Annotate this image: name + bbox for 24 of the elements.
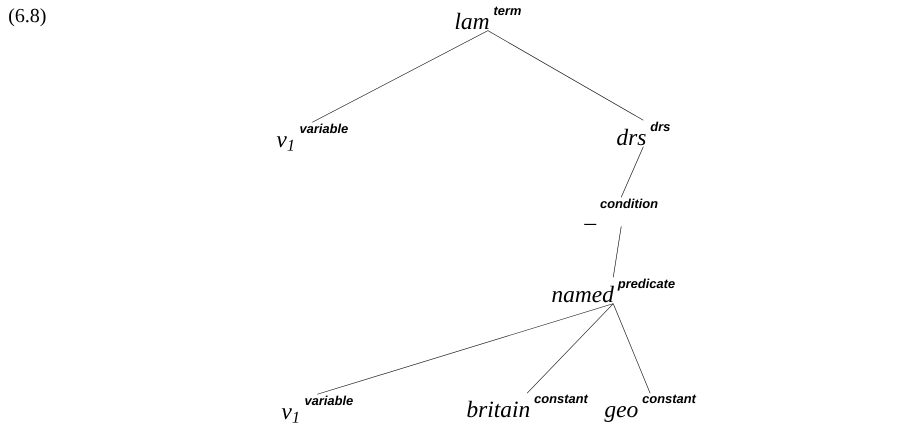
- symbol-text: geo: [604, 406, 638, 422]
- tree-branch: [612, 303, 650, 394]
- symbol-text: named: [552, 286, 614, 302]
- symbol-text: lam: [456, 12, 489, 30]
- type-label: variable: [305, 396, 353, 406]
- symbol-text: _: [584, 224, 596, 225]
- symbol-text: v$_{1}$: [276, 136, 294, 151]
- type-label: drs: [650, 122, 670, 132]
- type-label: variable: [300, 124, 348, 134]
- symbol-text: drs: [617, 128, 646, 146]
- tree-branch: [612, 226, 622, 278]
- tree-branch: [317, 303, 614, 395]
- tree-branch: [526, 303, 614, 394]
- example-number: (6.8): [9, 8, 46, 26]
- type-label: constant: [642, 394, 696, 404]
- tree-branch: [620, 146, 644, 198]
- tree-branch: [488, 30, 644, 121]
- symbol-text: v$_{1}$: [282, 408, 298, 423]
- symbol-text: britain: [467, 400, 530, 418]
- tree-branch: [312, 30, 488, 123]
- type-label: condition: [600, 198, 658, 208]
- type-label: predicate: [618, 278, 675, 291]
- type-label: constant: [534, 394, 588, 404]
- type-label: term: [494, 6, 521, 16]
